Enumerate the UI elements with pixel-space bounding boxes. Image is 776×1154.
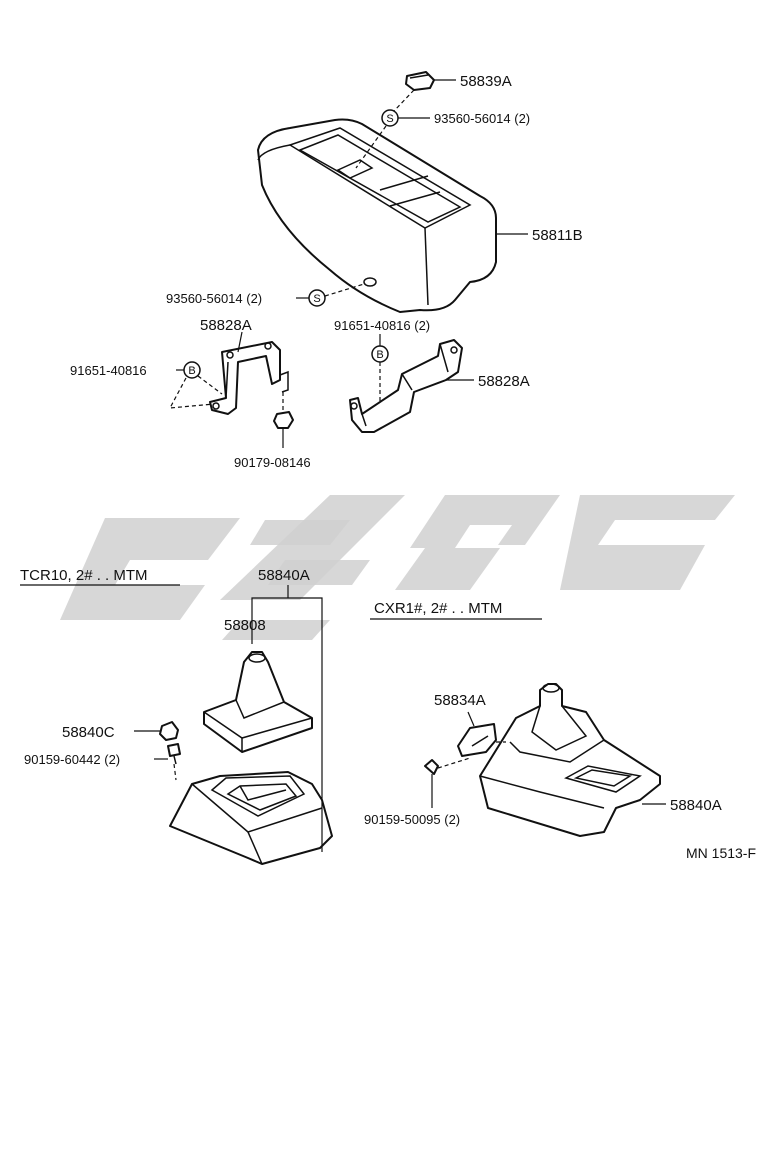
label-58840A-left: 58840A bbox=[258, 567, 310, 584]
label-58808: 58808 bbox=[224, 617, 266, 634]
label-58828A-left: 58828A bbox=[200, 317, 252, 334]
clip-58839A bbox=[405, 71, 435, 91]
console-58840A-right bbox=[479, 683, 661, 837]
label-58828A-right: 58828A bbox=[478, 373, 530, 390]
label-58834A: 58834A bbox=[434, 692, 486, 709]
section-header-cxr1: CXR1#, 2# . . MTM bbox=[374, 600, 502, 617]
leader-lines bbox=[20, 79, 666, 852]
assembly-dashed-lines bbox=[168, 89, 506, 781]
watermark-logo bbox=[60, 495, 735, 640]
svg-text:B: B bbox=[188, 365, 195, 377]
label-58840C: 58840C bbox=[62, 724, 115, 741]
section-headers: TCR10, 2# . . MTM CXR1#, 2# . . MTM bbox=[20, 567, 502, 617]
label-91651-40816-right: 91651-40816 (2) bbox=[334, 318, 430, 333]
label-58840A-right: 58840A bbox=[670, 797, 722, 814]
console-box-58811B bbox=[257, 118, 497, 313]
label-90159-60442: 90159-60442 (2) bbox=[24, 752, 120, 767]
label-90179-08146: 90179-08146 bbox=[234, 455, 311, 470]
screw-90159-50095 bbox=[424, 759, 439, 775]
bolt-symbol-left: B bbox=[183, 361, 201, 379]
svg-text:S: S bbox=[313, 293, 320, 305]
shift-lever-bezel-58840A bbox=[169, 771, 333, 865]
shift-boot-58808 bbox=[203, 651, 313, 753]
label-93560-56014-left: 93560-56014 (2) bbox=[166, 291, 262, 306]
diagram-code: MN 1513-F bbox=[686, 845, 756, 861]
screw-symbol-top: S bbox=[381, 109, 399, 127]
plate-58834A bbox=[457, 723, 497, 757]
bracket-58828A-right bbox=[349, 339, 463, 433]
label-93560-56014-top: 93560-56014 (2) bbox=[434, 111, 530, 126]
cap-58840C bbox=[159, 721, 179, 741]
label-58839A: 58839A bbox=[460, 73, 512, 90]
bolt-symbol-right: B bbox=[371, 345, 389, 363]
nut-90179-08146 bbox=[273, 411, 294, 429]
label-58811B: 58811B bbox=[532, 227, 583, 244]
bracket-58828A-left bbox=[209, 341, 289, 415]
screw-90159-60442 bbox=[167, 743, 181, 765]
label-91651-40816-left: 91651-40816 bbox=[70, 363, 147, 378]
svg-text:S: S bbox=[386, 113, 393, 125]
label-90159-50095: 90159-50095 (2) bbox=[364, 812, 460, 827]
svg-text:B: B bbox=[376, 349, 383, 361]
part-labels: 58839A 93560-56014 (2) 58811B 93560-5601… bbox=[24, 73, 722, 827]
screw-symbol-left: S bbox=[308, 289, 326, 307]
section-header-tcr10: TCR10, 2# . . MTM bbox=[20, 567, 148, 584]
